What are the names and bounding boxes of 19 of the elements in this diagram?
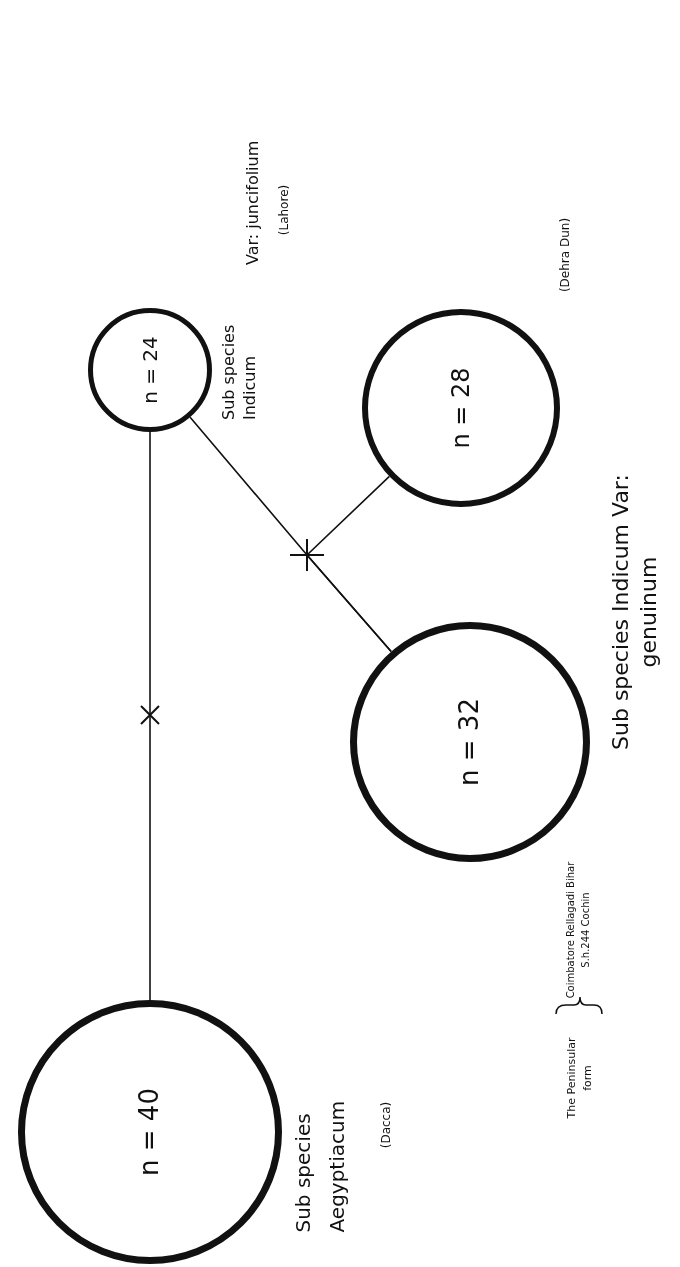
taxon-label: Sub species Indicum Var: genuinum — [606, 473, 661, 752]
taxon-label: Sub species Aegyptiacum — [290, 1099, 350, 1233]
taxon-label: Coimbatore Rellagadi Bihar S.h.244 Cochin — [563, 860, 591, 1001]
circle-node — [18, 1000, 282, 1264]
taxon-label: The Peninsular form — [564, 1036, 595, 1121]
connector-line — [149, 431, 151, 1001]
circle-node — [88, 308, 212, 432]
chromosome-number: n = 40 — [134, 1088, 166, 1176]
taxon-label: Sub species Indicum — [219, 323, 260, 420]
chromosome-number: n = 32 — [454, 698, 486, 786]
circle-node — [350, 622, 590, 862]
taxon-label: (Dehra Dun) — [557, 216, 573, 295]
taxon-label: (Lahore) — [276, 183, 292, 238]
chromosome-number: n = 28 — [446, 367, 476, 449]
chromosome-number: n = 24 — [138, 336, 162, 404]
taxon-label: (Dacca) — [378, 1100, 394, 1151]
connector-line — [305, 475, 392, 653]
taxon-label: Var: juncifolium — [243, 139, 263, 265]
circle-node — [362, 309, 560, 507]
